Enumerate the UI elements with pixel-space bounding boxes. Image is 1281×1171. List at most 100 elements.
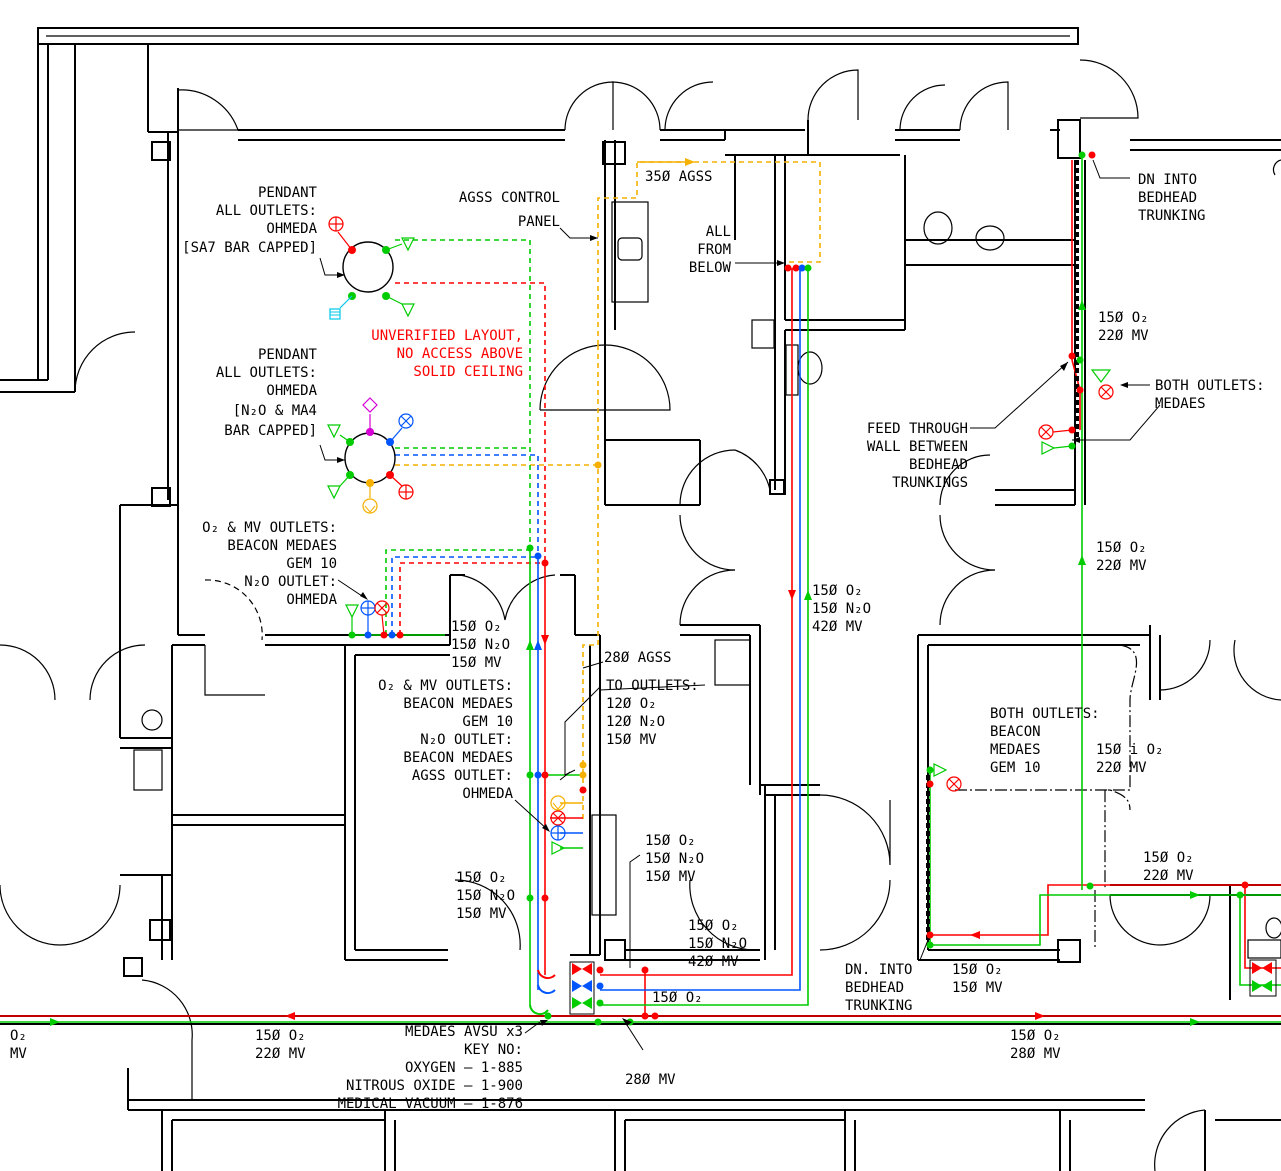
svg-text:BEACON MEDAES: BEACON MEDAES [403, 750, 513, 766]
svg-text:15Ø MV: 15Ø MV [451, 655, 502, 671]
svg-text:28Ø MV: 28Ø MV [1010, 1046, 1061, 1062]
label-mv-280: 28Ø MV [625, 1072, 676, 1088]
svg-text:15Ø O₂: 15Ø O₂ [952, 962, 1003, 978]
label-feed-through: FEED THROUGH WALL BETWEEN BEDHEAD TRUNKI… [867, 421, 968, 491]
svg-text:ALL OUTLETS:: ALL OUTLETS: [216, 203, 317, 219]
svg-text:12Ø N₂O: 12Ø N₂O [606, 714, 665, 730]
svg-text:MV: MV [10, 1046, 27, 1062]
svg-text:15Ø N₂O: 15Ø N₂O [688, 936, 747, 952]
svg-text:42Ø MV: 42Ø MV [688, 954, 739, 970]
svg-text:22Ø MV: 22Ø MV [1098, 328, 1149, 344]
label-o2-mv-left-edge: O₂ MV [10, 1028, 27, 1062]
svg-text:[SA7 BAR CAPPED]: [SA7 BAR CAPPED] [182, 240, 317, 256]
label-pendant-lower: PENDANT ALL OUTLETS: OHMEDA [N₂O & MA4 B… [216, 347, 318, 439]
label-to-outlets: TO OUTLETS: 12Ø O₂ 12Ø N₂O 15Ø MV [606, 678, 699, 748]
svg-text:BEACON: BEACON [990, 724, 1041, 740]
svg-text:22Ø MV: 22Ø MV [1096, 760, 1147, 776]
svg-text:15Ø O₂: 15Ø O₂ [1096, 540, 1147, 556]
svg-text:FROM: FROM [697, 242, 731, 258]
label-pipes-150-420: 15Ø O₂ 15Ø N₂O 42Ø MV [812, 583, 871, 635]
svg-text:15Ø MV: 15Ø MV [456, 906, 507, 922]
svg-text:12Ø O₂: 12Ø O₂ [606, 696, 657, 712]
label-pipes-150-420-low: 15Ø O₂ 15Ø N₂O 42Ø MV [688, 918, 747, 970]
svg-text:AGSS CONTROL: AGSS CONTROL [459, 190, 560, 206]
svg-text:15Ø O₂: 15Ø O₂ [1143, 850, 1194, 866]
svg-text:OHMEDA: OHMEDA [266, 221, 317, 237]
svg-text:15Ø O₂: 15Ø O₂ [1010, 1028, 1061, 1044]
sanitary-fixtures [133, 201, 1281, 959]
label-o2-mv-far-right: 15Ø O₂ 22Ø MV [1143, 850, 1194, 884]
svg-text:SOLID CEILING: SOLID CEILING [413, 364, 523, 380]
label-o2-mv-right-low: 15Ø i O₂ 22Ø MV [1096, 742, 1163, 776]
svg-text:KEY NO:: KEY NO: [464, 1042, 523, 1058]
pendant-lower [327, 397, 414, 514]
svg-text:DN. INTO: DN. INTO [845, 962, 912, 978]
label-dn-bedhead-top: DN INTO BEDHEAD TRUNKING [1138, 172, 1205, 224]
svg-text:15Ø MV: 15Ø MV [645, 869, 696, 885]
svg-text:TRUNKINGS: TRUNKINGS [892, 475, 968, 491]
svg-text:DN INTO: DN INTO [1138, 172, 1197, 188]
svg-text:15Ø O₂: 15Ø O₂ [255, 1028, 306, 1044]
svg-text:UNVERIFIED LAYOUT,: UNVERIFIED LAYOUT, [371, 328, 523, 344]
svg-text:OHMEDA: OHMEDA [462, 786, 513, 802]
svg-text:BEDHEAD: BEDHEAD [909, 457, 968, 473]
svg-text:15Ø O₂: 15Ø O₂ [688, 918, 739, 934]
label-agss-280: 28Ø AGSS [604, 650, 671, 666]
svg-text:15Ø N₂O: 15Ø N₂O [451, 637, 510, 653]
svg-text:OHMEDA: OHMEDA [266, 383, 317, 399]
oxygen-pipework [0, 155, 1281, 1023]
label-both-outlets-beacon: BOTH OUTLETS: BEACON MEDAES GEM 10 [990, 706, 1100, 776]
label-outlets-beacon-center: O₂ & MV OUTLETS: BEACON MEDAES GEM 10 N₂… [378, 678, 513, 802]
label-both-outlets-medaes: BOTH OUTLETS: MEDAES [1155, 378, 1265, 412]
svg-text:22Ø MV: 22Ø MV [1143, 868, 1194, 884]
svg-text:15Ø N₂O: 15Ø N₂O [645, 851, 704, 867]
label-o2-mv-bottom-left: 15Ø O₂ 22Ø MV [255, 1028, 306, 1062]
svg-text:GEM 10: GEM 10 [286, 556, 337, 572]
svg-text:ALL OUTLETS:: ALL OUTLETS: [216, 365, 317, 381]
svg-text:BEACON MEDAES: BEACON MEDAES [227, 538, 337, 554]
svg-text:BELOW: BELOW [689, 260, 732, 276]
door-swings [0, 59, 1281, 1171]
label-pipes-150-mid: 15Ø O₂ 15Ø N₂O 15Ø MV [451, 619, 510, 671]
svg-text:MEDAES: MEDAES [990, 742, 1041, 758]
svg-text:BEDHEAD: BEDHEAD [1138, 190, 1197, 206]
svg-text:PENDANT: PENDANT [258, 347, 318, 363]
svg-text:TRUNKING: TRUNKING [845, 998, 912, 1014]
svg-text:NITROUS OXIDE – 1-900: NITROUS OXIDE – 1-900 [346, 1078, 523, 1094]
svg-text:42Ø MV: 42Ø MV [812, 619, 863, 635]
svg-text:NO ACCESS ABOVE: NO ACCESS ABOVE [397, 346, 523, 362]
svg-text:PENDANT: PENDANT [258, 185, 318, 201]
svg-text:15Ø O₂: 15Ø O₂ [812, 583, 863, 599]
dashdot-partitions [955, 644, 1138, 950]
bedhead-trunking [926, 160, 1079, 940]
svg-text:BEDHEAD: BEDHEAD [845, 980, 904, 996]
label-o2-mv-right-top: 15Ø O₂ 22Ø MV [1098, 310, 1149, 344]
svg-text:MEDICAL VACUUM – 1-876: MEDICAL VACUUM – 1-876 [338, 1096, 523, 1112]
svg-text:BOTH OUTLETS:: BOTH OUTLETS: [1155, 378, 1265, 394]
label-o2-150-single: 15Ø O₂ [652, 990, 703, 1006]
svg-text:BAR CAPPED]: BAR CAPPED] [224, 423, 317, 439]
label-o2-mv-right-mid: 15Ø O₂ 22Ø MV [1096, 540, 1147, 574]
svg-text:GEM 10: GEM 10 [462, 714, 513, 730]
svg-text:15Ø O₂: 15Ø O₂ [451, 619, 502, 635]
svg-text:OXYGEN – 1-885: OXYGEN – 1-885 [405, 1060, 523, 1076]
svg-text:O₂ & MV OUTLETS:: O₂ & MV OUTLETS: [202, 520, 337, 536]
label-pipes-150-lower: 15Ø O₂ 15Ø N₂O 15Ø MV [456, 870, 515, 922]
svg-text:O₂ & MV OUTLETS:: O₂ & MV OUTLETS: [378, 678, 513, 694]
svg-text:15Ø O₂: 15Ø O₂ [1098, 310, 1149, 326]
annotation-labels: PENDANT ALL OUTLETS: OHMEDA [SA7 BAR CAP… [10, 169, 1265, 1112]
svg-text:15Ø O₂: 15Ø O₂ [645, 833, 696, 849]
svg-text:N₂O OUTLET:: N₂O OUTLET: [244, 574, 337, 590]
svg-text:22Ø MV: 22Ø MV [1096, 558, 1147, 574]
label-avsu: MEDAES AVSU x3 KEY NO: OXYGEN – 1-885 NI… [338, 1024, 523, 1112]
svg-text:O₂: O₂ [10, 1028, 27, 1044]
label-o2-mv-bottom-right: 15Ø O₂ 28Ø MV [1010, 1028, 1061, 1062]
wall-outlet-symbols [345, 369, 1114, 855]
label-dn-bedhead-low: DN. INTO BEDHEAD TRUNKING [845, 962, 912, 1014]
label-unverified-layout: UNVERIFIED LAYOUT, NO ACCESS ABOVE SOLID… [371, 328, 523, 380]
pendant-upper [328, 216, 415, 320]
svg-text:MEDAES AVSU x3: MEDAES AVSU x3 [405, 1024, 523, 1040]
label-agss-350: 35Ø AGSS [645, 169, 712, 185]
svg-text:BEACON MEDAES: BEACON MEDAES [403, 696, 513, 712]
